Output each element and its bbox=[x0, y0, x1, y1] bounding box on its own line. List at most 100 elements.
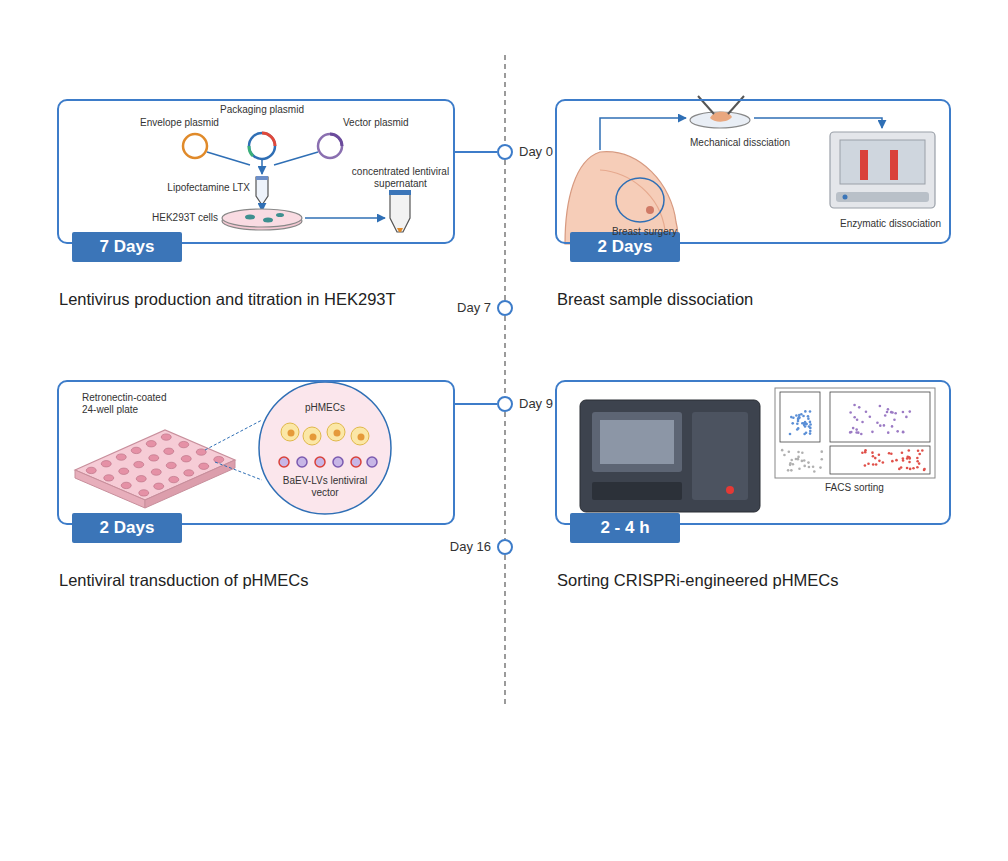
step-panel: Lentiviral transduction of pHMECs2 Days bbox=[57, 380, 455, 595]
drawing-circle bbox=[849, 411, 852, 414]
illustration-label: Enzymatic dissociation bbox=[840, 218, 950, 230]
drawing-circle bbox=[872, 463, 875, 466]
drawing-ellipse bbox=[101, 461, 111, 467]
illustration-label: Vector plasmid bbox=[343, 117, 433, 129]
drawing-circle bbox=[894, 412, 897, 415]
drawing-circle bbox=[795, 458, 798, 461]
drawing-circle bbox=[875, 463, 878, 466]
drawing-ellipse bbox=[166, 462, 176, 468]
step-caption: Breast sample dissociation bbox=[557, 290, 753, 309]
drawing-circle bbox=[882, 461, 885, 464]
duration-tab: 2 - 4 h bbox=[570, 513, 680, 543]
illustration-label: Lipofectamine LTX bbox=[150, 182, 250, 194]
drawing-rect bbox=[692, 412, 748, 500]
drawing-ellipse bbox=[690, 112, 750, 128]
drawing-circle bbox=[860, 433, 863, 436]
drawing-circle bbox=[783, 454, 786, 457]
drawing-circle bbox=[918, 453, 921, 456]
drawing-circle bbox=[333, 457, 343, 467]
drawing-rect bbox=[592, 412, 682, 472]
drawing-circle bbox=[798, 416, 801, 419]
drawing-circle bbox=[853, 404, 856, 407]
drawing-circle bbox=[802, 415, 805, 418]
drawing-ellipse bbox=[119, 468, 129, 474]
drawing-rect bbox=[830, 446, 930, 474]
drawing-circle bbox=[791, 422, 794, 425]
drawing-circle bbox=[351, 457, 361, 467]
drawing-circle bbox=[803, 422, 806, 425]
drawing-circle bbox=[797, 456, 800, 459]
illustration-label: Retronectin-coated 24-well plate bbox=[82, 392, 182, 416]
transduction-illustration bbox=[75, 382, 391, 514]
drawing-circle bbox=[867, 462, 870, 465]
drawing-rect bbox=[775, 388, 935, 478]
day-label: Day 9 bbox=[519, 396, 553, 411]
day-label: Day 7 bbox=[457, 300, 491, 315]
drawing-rect bbox=[780, 392, 820, 442]
drawing-circle bbox=[259, 382, 391, 514]
drawing-circle bbox=[895, 459, 898, 462]
drawing-ellipse bbox=[139, 490, 149, 496]
drawing-circle bbox=[918, 462, 921, 465]
panel-border bbox=[57, 380, 455, 525]
drawing-circle bbox=[327, 423, 345, 441]
drawing-circle bbox=[790, 459, 793, 462]
timeline-marker: Day 7 bbox=[497, 300, 513, 316]
drawing-circle bbox=[921, 449, 924, 452]
drawing-circle bbox=[864, 449, 867, 452]
drawing-circle bbox=[790, 416, 793, 419]
drawing-circle bbox=[856, 418, 859, 421]
drawing-circle bbox=[798, 416, 801, 419]
drawing-circle bbox=[334, 430, 341, 437]
timeline-segment bbox=[504, 412, 505, 539]
step-panel: Sorting CRISPRi-engineered pHMECs2 - 4 h bbox=[555, 380, 951, 595]
drawing-line bbox=[305, 217, 385, 219]
illustration-label: FACS sorting bbox=[825, 482, 905, 494]
drawing-circle bbox=[808, 425, 811, 428]
day-label: Day 16 bbox=[450, 539, 491, 554]
drawing-line bbox=[504, 555, 505, 705]
drawing-circle bbox=[878, 460, 881, 463]
drawing-path bbox=[75, 430, 235, 500]
drawing-circle bbox=[803, 459, 806, 462]
drawing-line bbox=[205, 420, 262, 450]
drawing-line bbox=[504, 55, 505, 144]
duration-text: 2 Days bbox=[598, 237, 653, 257]
drawing-path bbox=[262, 133, 275, 146]
drawing-g bbox=[86, 434, 224, 496]
drawing-circle bbox=[861, 421, 864, 424]
drawing-rect bbox=[836, 192, 929, 202]
drawing-circle bbox=[843, 195, 848, 200]
drawing-circle bbox=[896, 430, 899, 433]
drawing-rect bbox=[890, 150, 898, 180]
drawing-circle bbox=[917, 449, 920, 452]
drawing-rect bbox=[840, 140, 925, 184]
drawing-circle bbox=[855, 428, 858, 431]
drawing-path bbox=[565, 152, 678, 244]
drawing-circle bbox=[864, 464, 867, 467]
drawing-rect bbox=[256, 176, 268, 180]
duration-text: 2 - 4 h bbox=[600, 518, 649, 538]
drawing-circle bbox=[351, 427, 369, 445]
drawing-ellipse bbox=[616, 178, 664, 222]
drawing-ellipse bbox=[199, 463, 209, 469]
drawing-circle bbox=[796, 423, 799, 426]
drawing-circle bbox=[908, 461, 911, 464]
drawing-circle bbox=[887, 431, 890, 434]
drawing-circle bbox=[893, 418, 896, 421]
drawing-path bbox=[330, 134, 342, 146]
drawing-circle bbox=[819, 466, 822, 469]
drawing-circle bbox=[297, 457, 307, 467]
drawing-circle bbox=[792, 463, 795, 466]
drawing-circle bbox=[787, 469, 790, 472]
drawing-circle bbox=[888, 452, 891, 455]
drawing-circle bbox=[788, 450, 791, 453]
drawing-circle bbox=[795, 414, 798, 417]
drawing-path bbox=[600, 170, 665, 230]
drawing-circle bbox=[871, 451, 874, 454]
illustration-label: concentrated lentiviral supernatant bbox=[343, 166, 458, 190]
drawing-circle bbox=[797, 451, 800, 454]
drawing-circle bbox=[887, 408, 890, 411]
